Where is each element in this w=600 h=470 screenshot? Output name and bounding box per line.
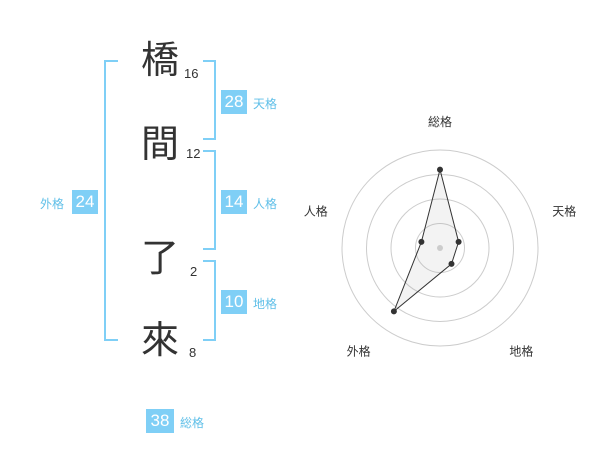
radar-point: [448, 260, 455, 267]
chikaku-bracket: [203, 260, 216, 341]
gaikaku-badge: 24: [72, 190, 98, 214]
radar-axis-label: 天格: [552, 204, 576, 219]
tenkaku-bracket: [203, 60, 216, 140]
stroke-count-2: 12: [186, 146, 201, 161]
name-char-1: 橋: [141, 38, 180, 82]
name-char-3: 了: [141, 236, 180, 280]
radar-axis-label: 外格: [347, 344, 371, 359]
gaikaku-label: 外格: [40, 197, 65, 211]
radar-axis-label: 人格: [304, 204, 328, 219]
radar-points: [390, 166, 462, 315]
radar-point: [390, 308, 397, 315]
stroke-count-4: 8: [189, 345, 197, 360]
soukaku-label: 総格: [180, 416, 205, 430]
jinkaku-label: 人格: [253, 197, 278, 211]
radar-ring: [341, 149, 539, 347]
stroke-count-1: 16: [184, 66, 199, 81]
stroke-count-3: 2: [190, 264, 198, 279]
radar-ring: [390, 198, 490, 298]
jinkaku-bracket: [203, 150, 216, 250]
tenkaku-badge: 28: [221, 90, 247, 114]
name-char-4: 來: [141, 318, 180, 362]
radar-point: [418, 238, 425, 245]
soukaku-badge: 38: [146, 409, 174, 433]
gaikaku-bracket: [104, 60, 118, 341]
radar-ring: [415, 223, 465, 273]
radar-rings: [341, 149, 539, 347]
radar-center: [437, 245, 443, 251]
chikaku-label: 地格: [253, 297, 278, 311]
radar-point: [455, 238, 462, 245]
radar-axis-label: 総格: [428, 114, 452, 129]
radar-axis-label: 地格: [509, 344, 533, 359]
radar-point: [437, 166, 443, 173]
radar-ring: [366, 174, 514, 322]
name-char-2: 間: [141, 122, 180, 166]
jinkaku-badge: 14: [221, 190, 247, 214]
tenkaku-label: 天格: [253, 97, 278, 111]
chikaku-badge: 10: [221, 290, 247, 314]
radar-shape: [393, 169, 460, 312]
